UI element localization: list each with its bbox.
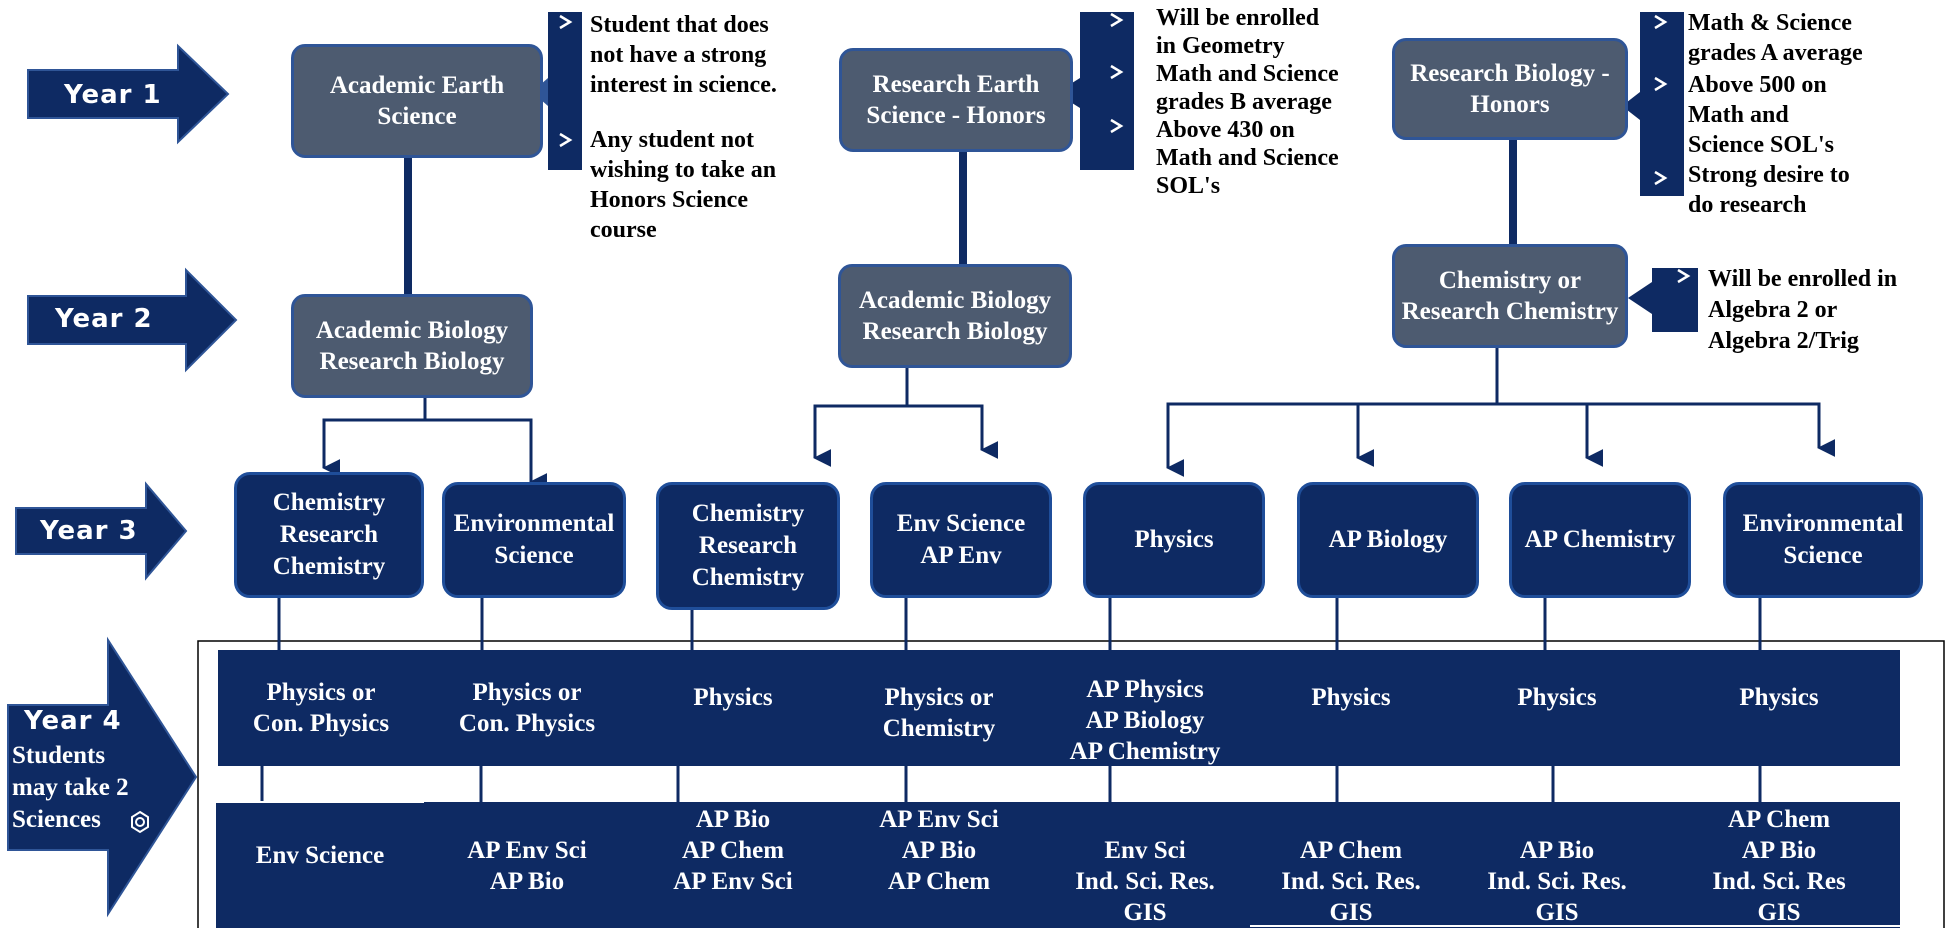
year4-first-8: Physics: [1739, 684, 1819, 711]
year4-note: Students may take 2 Sciences: [12, 742, 129, 833]
earth-honors-note-1: Will be enrolled in Geometry: [1156, 5, 1320, 59]
year4-first-7: Physics: [1517, 684, 1597, 711]
earth-honors-year2-box: Academic Biology Research Biology: [838, 264, 1072, 368]
year4-first-6: Physics: [1311, 684, 1391, 711]
year4-second-band: [216, 802, 1900, 928]
year2-arrow: [27, 267, 238, 373]
year4-first-band: [218, 650, 1900, 766]
year4-second-5: Env Sci Ind. Sci. Res. GIS: [1075, 837, 1215, 926]
bio-honors-year2-box: Chemistry or Research Chemistry: [1392, 244, 1628, 348]
year4-second-3: AP Bio AP Chem AP Env Sci: [673, 806, 793, 895]
gear-icon: [128, 810, 152, 834]
academic-earth-science-box: Academic Earth Science: [291, 44, 543, 158]
academic-note-1: Student that does not have a strong inte…: [590, 12, 777, 98]
year3-box-4: Env Science AP Env: [870, 482, 1052, 598]
year3-box-6: AP Biology: [1297, 482, 1479, 598]
year4-first-2: Physics or Con. Physics: [458, 679, 596, 737]
year3-box-1: Chemistry Research Chemistry: [234, 472, 424, 598]
bio-honors-note-1: Math & Science grades A average: [1688, 10, 1863, 66]
year4-second-8: AP Chem AP Bio Ind. Sci. Res GIS: [1712, 806, 1846, 926]
academic-year2-box: Academic Biology Research Biology: [291, 294, 533, 398]
year3-arrow: [15, 481, 188, 581]
year4-second-2: AP Env Sci AP Bio: [467, 837, 587, 895]
year4-first-4: Physics or Chemistry: [882, 684, 996, 742]
year3-box-8: Environmental Science: [1723, 482, 1923, 598]
bio-honors-note-3: Strong desire to do research: [1688, 162, 1850, 218]
earth-honors-note-3: Above 430 on Math and Science SOL's: [1156, 117, 1339, 199]
year4-second-6: AP Chem Ind. Sci. Res. GIS: [1281, 837, 1421, 926]
year3-box-2: Environmental Science: [442, 482, 626, 598]
year3-box-3: Chemistry Research Chemistry: [656, 482, 840, 610]
year4-second-1: Env Science: [255, 842, 385, 869]
bio-honors-year2-note: Will be enrolled in Algebra 2 or Algebra…: [1708, 266, 1898, 354]
research-biology-honors-box: Research Biology - Honors: [1392, 38, 1628, 140]
bio-honors-note-2: Above 500 on Math and Science SOL's: [1688, 72, 1835, 158]
year4-second-7: AP Bio Ind. Sci. Res. GIS: [1487, 837, 1627, 926]
research-earth-honors-box: Research Earth Science - Honors: [839, 48, 1073, 152]
year3-box-7: AP Chemistry: [1509, 482, 1691, 598]
academic-note-2: Any student not wishing to take an Honor…: [590, 127, 777, 243]
year4-second-4: AP Env Sci AP Bio AP Chem: [879, 806, 999, 895]
year3-box-5: Physics: [1083, 482, 1265, 598]
year4-first-1: Physics or Con. Physics: [252, 679, 390, 737]
year2-label: Year 2: [55, 304, 153, 334]
year3-label: Year 3: [40, 516, 138, 546]
earth-honors-note-2: Math and Science grades B average: [1156, 61, 1339, 115]
year4-first-3: Physics: [693, 684, 773, 711]
year4-arrow: [7, 636, 198, 918]
year1-label: Year 1: [64, 80, 162, 110]
year4-first-5: AP Physics AP Biology AP Chemistry: [1069, 676, 1221, 765]
year1-arrow: [27, 43, 230, 145]
year4-label: Year 4: [24, 706, 122, 736]
